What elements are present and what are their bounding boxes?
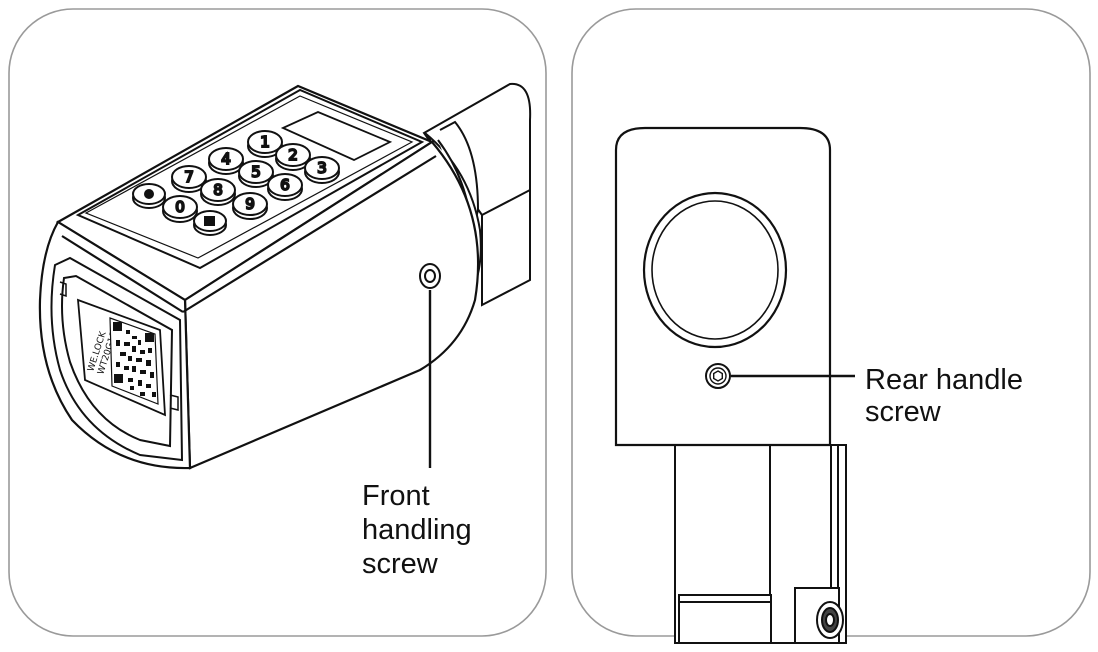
key-unlock-icon <box>193 210 227 236</box>
front-view-panel: WE.LOCK WT20G1670 <box>8 8 547 637</box>
key-4: 4 <box>208 147 244 175</box>
rear-circle <box>642 191 788 349</box>
rear-view-illustration: Rear handle screw <box>571 8 1091 644</box>
key-9: 9 <box>232 192 268 220</box>
svg-text:7: 7 <box>184 168 194 186</box>
svg-text:8: 8 <box>213 181 223 199</box>
svg-text:2: 2 <box>288 146 298 164</box>
key-0: 0 <box>162 195 198 223</box>
rear-screw-label-line-1: Rear handle <box>865 364 1023 396</box>
front-face-tabs <box>59 281 179 411</box>
front-view-illustration: WE.LOCK WT20G1670 <box>8 8 547 637</box>
svg-text:0: 0 <box>175 198 185 216</box>
key-1: 1 <box>247 130 283 158</box>
key-8: 8 <box>200 178 236 206</box>
qr-code <box>109 317 159 405</box>
side-screw <box>816 601 844 639</box>
key-7: 7 <box>171 165 207 193</box>
key-6: 6 <box>267 173 303 201</box>
key-3: 3 <box>304 156 340 184</box>
svg-text:9: 9 <box>245 195 255 213</box>
front-screw-label-line-1: Front <box>362 480 430 512</box>
front-screw-label-line-3: screw <box>362 548 439 580</box>
svg-text:3: 3 <box>317 159 327 177</box>
key-lock-icon <box>132 183 166 209</box>
svg-text:4: 4 <box>221 150 231 168</box>
svg-text:1: 1 <box>260 133 270 151</box>
rear-view-panel: Rear handle screw <box>555 0 1098 647</box>
key-2: 2 <box>275 143 311 171</box>
svg-text:5: 5 <box>251 163 261 181</box>
device-label: WE.LOCK WT20G1670 <box>76 298 166 417</box>
rear-screw-label-line-2: screw <box>865 396 942 428</box>
keypad-display <box>280 111 393 161</box>
front-screw-label-line-2: handling <box>362 514 472 546</box>
front-handling-screw <box>419 263 441 289</box>
svg-text:6: 6 <box>280 176 290 194</box>
key-5: 5 <box>238 160 274 188</box>
rear-handle-screw <box>705 363 731 389</box>
keypad-keys: 1 2 3 4 5 6 7 8 9 0 <box>132 130 340 236</box>
